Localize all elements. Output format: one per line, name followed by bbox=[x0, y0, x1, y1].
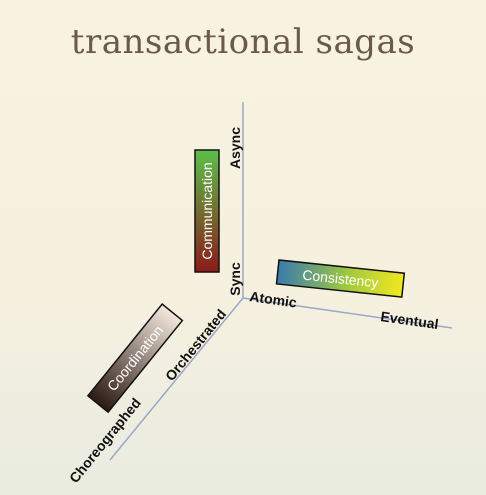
coordination-bar bbox=[86, 303, 184, 414]
diagram-title: transactional sagas bbox=[70, 22, 416, 62]
communication-low-label: Sync bbox=[227, 262, 243, 296]
consistency-high-label: Eventual bbox=[380, 308, 440, 332]
communication-high-label: Async bbox=[227, 127, 243, 169]
consistency-bar-label: Consistency bbox=[302, 267, 380, 291]
communication-bar-label: Communication bbox=[199, 162, 215, 259]
consistency-bar bbox=[275, 259, 406, 298]
coordination-bar-label: Coordination bbox=[104, 322, 166, 394]
consistency-axis-line bbox=[242, 297, 453, 329]
coordination-axis-line bbox=[109, 297, 244, 461]
consistency-low-label: Atomic bbox=[249, 288, 298, 310]
communication-bar bbox=[194, 149, 220, 273]
